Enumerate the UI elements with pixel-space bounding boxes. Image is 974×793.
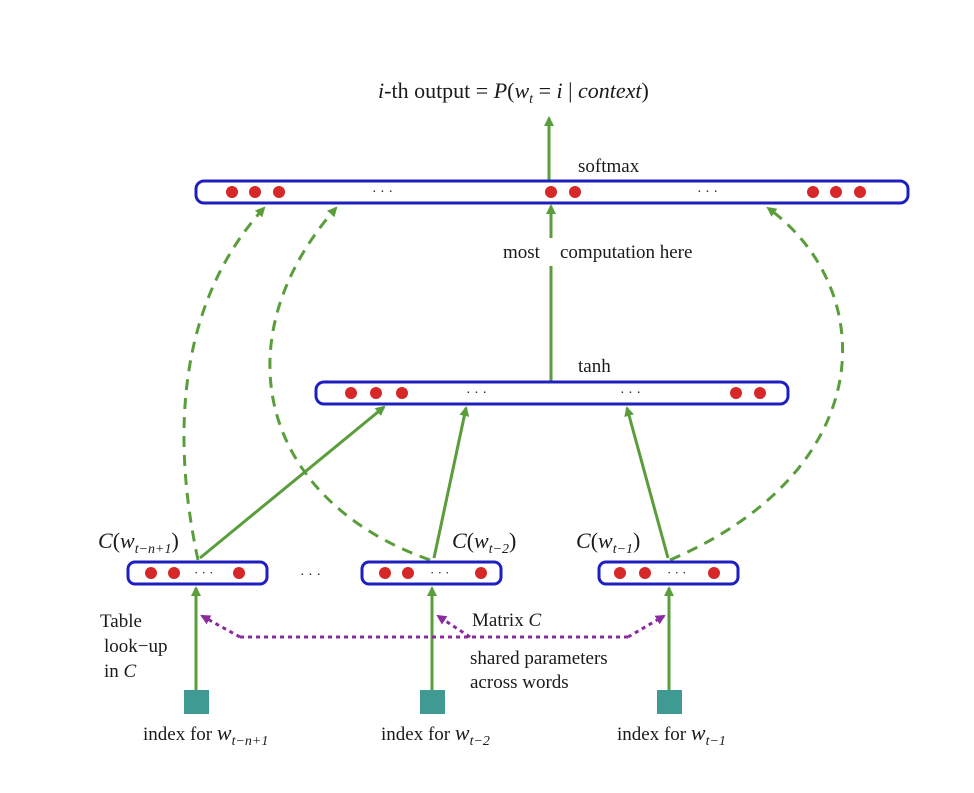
neuron xyxy=(396,387,408,399)
neuron xyxy=(754,387,766,399)
embedding-label-3: C(wt−1) xyxy=(576,528,640,557)
neuron xyxy=(273,186,285,198)
neuron xyxy=(345,387,357,399)
table-lookup-line1: Table xyxy=(100,611,142,632)
ellipsis: · · · xyxy=(466,386,487,401)
embedding-label-2: C(wt−2) xyxy=(452,528,516,557)
neuron xyxy=(168,567,180,579)
tanh-layer: · · · · · · xyxy=(314,380,790,406)
neuron xyxy=(614,567,626,579)
ellipsis: · · · xyxy=(372,185,393,200)
matrix-c-label: Matrix C xyxy=(472,610,541,631)
neuron xyxy=(370,387,382,399)
shared-parameters-connector xyxy=(200,614,666,639)
embedding-label-1: C(wt−n+1) xyxy=(98,528,179,557)
tanh-label: tanh xyxy=(578,356,611,377)
ellipsis: · · · xyxy=(697,185,718,200)
neuron xyxy=(639,567,651,579)
between-embeddings-ellipsis: · · · xyxy=(300,568,321,583)
index-square-3 xyxy=(657,690,682,714)
skip-connection-1 xyxy=(182,206,266,561)
shared-parameters-line1: shared parameters xyxy=(470,648,608,669)
index-label-3: index for wt−1 xyxy=(617,720,726,749)
ellipsis: · · · xyxy=(194,565,214,580)
table-lookup-line2: look−up xyxy=(104,636,168,657)
softmax-label: softmax xyxy=(578,156,640,177)
label-backdrop xyxy=(530,238,572,266)
embedding3-to-tanh-arrow xyxy=(624,406,670,559)
ellipsis: · · · xyxy=(667,565,687,580)
neuron xyxy=(402,567,414,579)
embedding-box-2: · · · xyxy=(360,560,503,586)
neuron xyxy=(233,567,245,579)
ellipsis: · · · xyxy=(430,565,450,580)
embedding-box-1: · · · xyxy=(126,560,269,586)
softmax-layer: · · · · · · xyxy=(194,179,910,205)
skip-connection-3 xyxy=(669,206,845,562)
ellipsis: · · · xyxy=(620,386,641,401)
neuron xyxy=(569,186,581,198)
neuron xyxy=(379,567,391,579)
neuron xyxy=(249,186,261,198)
neuron xyxy=(854,186,866,198)
neuron xyxy=(708,567,720,579)
neuron xyxy=(145,567,157,579)
index-label-1: index for wt−n+1 xyxy=(143,720,268,749)
neuron xyxy=(830,186,842,198)
embedding-box-3: · · · xyxy=(597,560,740,586)
embedding2-to-tanh-arrow xyxy=(432,406,470,559)
neuron xyxy=(545,186,557,198)
index-square-2 xyxy=(420,690,445,714)
neuron xyxy=(475,567,487,579)
output-label: i-th output = P(wt = i | context) xyxy=(378,78,649,107)
computation-label: computation here xyxy=(560,242,692,263)
index-label-2: index for wt−2 xyxy=(381,720,490,749)
shared-parameters-line2: across words xyxy=(470,672,569,693)
table-lookup-line3: in C xyxy=(104,661,137,682)
neuron xyxy=(730,387,742,399)
embedding1-to-tanh-arrow xyxy=(199,405,386,560)
index-square-1 xyxy=(184,690,209,714)
neuron xyxy=(807,186,819,198)
most-label: most xyxy=(503,242,541,263)
neuron xyxy=(226,186,238,198)
